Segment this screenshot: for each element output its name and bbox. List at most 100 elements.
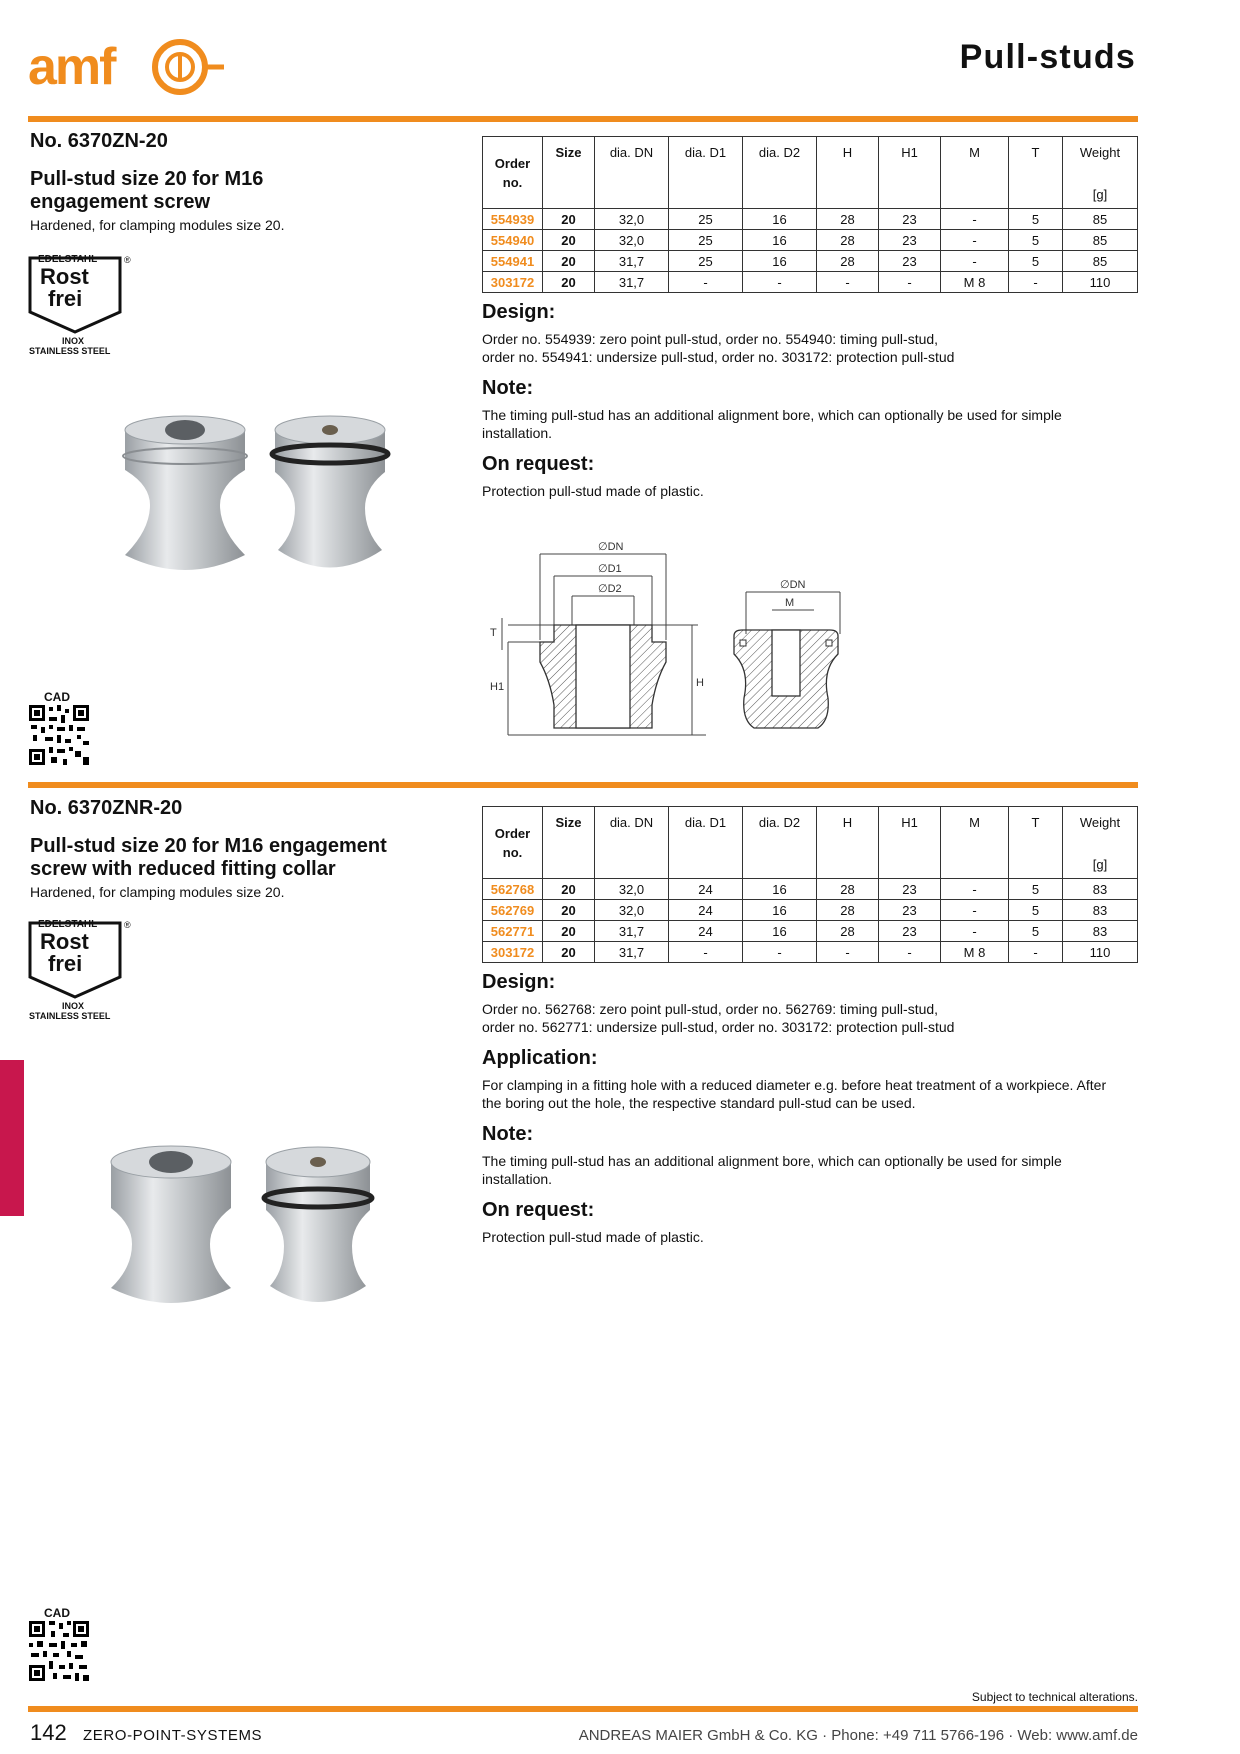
label-dn: ∅DN: [598, 541, 624, 553]
svg-text:STAINLESS STEEL: STAINLESS STEEL: [29, 1011, 111, 1021]
note-text: The timing pull-stud has an additional a…: [482, 407, 1062, 441]
svg-text:EDELSTAHL: EDELSTAHL: [38, 919, 97, 930]
table-row: 554941 20 31,7 25 16 28 23 - 5 85: [482, 250, 1138, 272]
cell-h: 28: [816, 229, 879, 251]
order-number-link[interactable]: 554940: [482, 229, 543, 251]
cad-label: CAD: [44, 690, 70, 704]
order-number-link[interactable]: 303172: [482, 941, 543, 963]
table-row: 554939 20 32,0 25 16 28 23 - 5 85: [482, 208, 1138, 230]
table-row: 562769 20 32,0 24 16 28 23 - 5 83: [482, 899, 1138, 921]
table-row: 562768 20 32,0 24 16 28 23 - 5 83: [482, 878, 1138, 900]
label-d1: ∅D1: [598, 563, 622, 575]
cell-t: 5: [1008, 899, 1063, 921]
cell-dn: 31,7: [594, 920, 669, 942]
label-h: H: [696, 677, 704, 689]
cell-size: 20: [542, 920, 595, 942]
product-title: Pull-stud size 20 for M16 engagement scr…: [30, 835, 387, 880]
order-number-link[interactable]: 554939: [482, 208, 543, 230]
rostfrei-badge: EDELSTAHL ® Rost frei INOX STAINLESS STE…: [28, 254, 131, 356]
svg-text:INOX: INOX: [62, 1001, 84, 1011]
cell-m: M 8: [940, 941, 1009, 963]
cell-t: -: [1008, 271, 1063, 293]
cell-size: 20: [542, 208, 595, 230]
cell-m: -: [940, 208, 1009, 230]
col-t: T: [1008, 136, 1063, 209]
cell-dn: 32,0: [594, 878, 669, 900]
cell-d1: -: [668, 941, 743, 963]
product-number: No. 6370ZNR-20: [30, 797, 183, 819]
section-divider: [28, 782, 1138, 788]
design-heading: Design:: [482, 971, 556, 993]
cell-d2: 16: [742, 920, 817, 942]
cell-t: 5: [1008, 920, 1063, 942]
col-weight: Weight[g]: [1062, 806, 1138, 879]
col-weight: Weight[g]: [1062, 136, 1138, 209]
cell-dn: 31,7: [594, 941, 669, 963]
cell-h: 28: [816, 920, 879, 942]
cell-m: -: [940, 878, 1009, 900]
cell-m: -: [940, 920, 1009, 942]
order-number-link[interactable]: 303172: [482, 271, 543, 293]
on-request-text: Protection pull-stud made of plastic.: [482, 1229, 704, 1245]
col-dn: dia. DN: [594, 136, 669, 209]
technical-drawing: ∅DN ∅D1 ∅D2 T H1 H ∅DN M: [490, 541, 841, 736]
order-number-link[interactable]: 562771: [482, 920, 543, 942]
disclaimer-text: Subject to technical alterations.: [971, 1690, 1138, 1704]
cell-size: 20: [542, 250, 595, 272]
application-heading: Application:: [482, 1047, 598, 1069]
svg-text:Rost: Rost: [40, 929, 90, 954]
cell-size: 20: [542, 941, 595, 963]
cell-d1: 25: [668, 229, 743, 251]
product-photo: [122, 415, 391, 570]
col-d2: dia. D2: [742, 136, 817, 209]
label-t: T: [490, 627, 497, 639]
cell-h1: -: [878, 271, 941, 293]
product-subtitle: Hardened, for clamping modules size 20.: [30, 217, 285, 233]
product-photo: [110, 1145, 375, 1303]
cell-d2: 16: [742, 208, 817, 230]
col-h1: H1: [878, 136, 941, 209]
cell-weight: 110: [1062, 941, 1138, 963]
svg-text:frei: frei: [48, 286, 82, 311]
design-text: Order no. 562768: zero point pull-stud, …: [482, 1001, 955, 1035]
order-number-link[interactable]: 554941: [482, 250, 543, 272]
design-text: Order no. 554939: zero point pull-stud, …: [482, 331, 955, 365]
cad-qr-code[interactable]: [28, 704, 90, 766]
cell-h: 28: [816, 899, 879, 921]
cell-dn: 31,7: [594, 271, 669, 293]
cell-h: 28: [816, 878, 879, 900]
cell-weight: 83: [1062, 920, 1138, 942]
logo-wordmark: amf: [28, 38, 117, 96]
note-heading: Note:: [482, 377, 534, 399]
product-subtitle: Hardened, for clamping modules size 20.: [30, 884, 285, 900]
note-text: The timing pull-stud has an additional a…: [482, 1153, 1062, 1187]
col-t: T: [1008, 806, 1063, 879]
cell-m: M 8: [940, 271, 1009, 293]
cell-d1: 24: [668, 899, 743, 921]
cell-t: 5: [1008, 878, 1063, 900]
on-request-heading: On request:: [482, 453, 595, 475]
col-d1: dia. D1: [668, 136, 743, 209]
cell-h1: 23: [878, 208, 941, 230]
cell-h1: 23: [878, 920, 941, 942]
cad-label: CAD: [44, 1606, 70, 1620]
cell-dn: 31,7: [594, 250, 669, 272]
col-h: H: [816, 806, 879, 879]
design-heading: Design:: [482, 301, 556, 323]
order-number-link[interactable]: 562769: [482, 899, 543, 921]
cad-qr-code[interactable]: [28, 1620, 90, 1682]
col-d2: dia. D2: [742, 806, 817, 879]
order-number-link[interactable]: 562768: [482, 878, 543, 900]
col-m: M: [940, 136, 1009, 209]
cell-size: 20: [542, 878, 595, 900]
page-number: 142: [30, 1720, 67, 1745]
col-h: H: [816, 136, 879, 209]
footer-company-info: ANDREAS MAIER GmbH & Co. KG · Phone: +49…: [578, 1727, 1138, 1744]
cell-t: -: [1008, 941, 1063, 963]
col-m: M: [940, 806, 1009, 879]
cell-weight: 85: [1062, 250, 1138, 272]
cell-d2: 16: [742, 229, 817, 251]
